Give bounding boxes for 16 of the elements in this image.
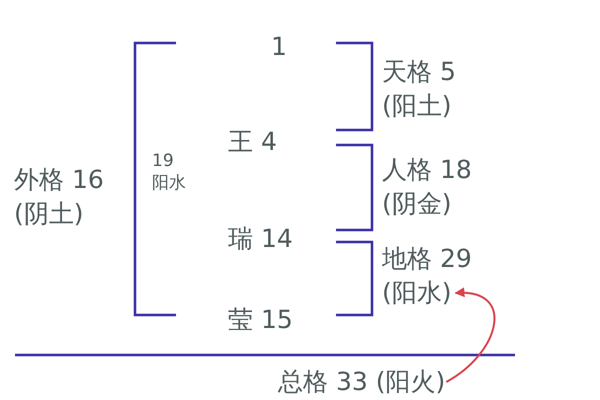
text-label: 天格 5 [382,56,456,88]
text-label: 人格 18 [382,154,472,186]
text-label: (阴土) [14,198,84,230]
text-label: 莹 15 [228,304,293,336]
text-label: 19 [152,150,174,172]
arrow [446,288,496,383]
text-label: 王 4 [228,126,277,158]
text-label: 总格 33 (阳火) [278,366,446,398]
text-label: 外格 16 [14,164,104,196]
text-label: 1 [271,31,287,63]
text-label: (阳水) [382,277,452,309]
text-label: (阴金) [382,188,452,220]
text-label: (阳土) [382,90,452,122]
text-label: 瑞 14 [228,223,293,255]
text-label: 地格 29 [382,243,472,275]
text-label: 阳水 [152,172,186,194]
